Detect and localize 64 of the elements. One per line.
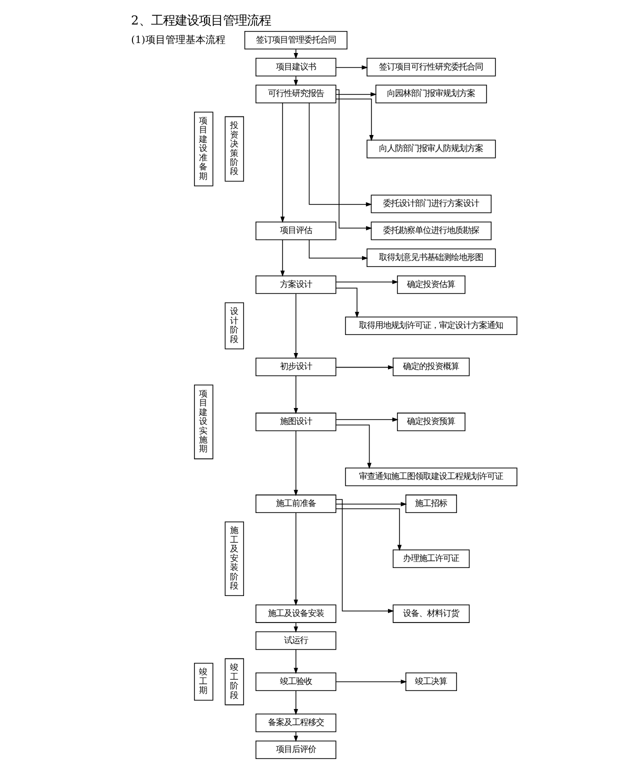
- node-box: 向园林部门报审规划方案: [374, 84, 486, 104]
- arrow: [293, 48, 298, 60]
- arrow: [293, 293, 298, 360]
- arrow: [335, 680, 406, 684]
- arrow: [335, 280, 398, 284]
- node-box: 签订项目管理委托合同: [244, 30, 347, 50]
- node-box: 委托设计部门进行方案设计: [370, 194, 492, 214]
- node-box: 竣工决算: [404, 672, 456, 691]
- node-box: 项目建设实施期: [194, 384, 213, 460]
- node-box: 确定投资估算: [396, 275, 465, 294]
- node-box: 竣工阶段: [224, 658, 244, 706]
- arrow: [335, 98, 374, 142]
- node-box: 取得用地规划许可证，审定设计方案通知: [344, 316, 517, 336]
- node-box: 施工及安装阶段: [224, 521, 244, 596]
- node-box: 向人防部门报审人防规划方案: [366, 140, 496, 158]
- label: (1)项目管理基本流程: [130, 34, 225, 46]
- node-box: 确定的投资概算: [392, 358, 470, 376]
- node-box: 签订项目可行性研究委托合同: [366, 58, 496, 76]
- node-box: 初步设计: [255, 358, 336, 376]
- node-box: 竣工期: [194, 662, 213, 701]
- arrow: [280, 239, 284, 277]
- arrow: [293, 376, 298, 414]
- arrow: [293, 622, 298, 633]
- arrow: [335, 92, 376, 97]
- node-box: 可行性研究报告: [255, 84, 336, 104]
- node-box: 方案设计: [255, 275, 336, 294]
- arrow: [293, 732, 298, 742]
- node-box: 设计阶段: [224, 302, 244, 350]
- node-box: 竣工验收: [255, 672, 336, 691]
- node-box: 施工前准备: [255, 494, 336, 513]
- arrow: [308, 102, 372, 206]
- node-box: 取得划意见书基础测绘地形图: [366, 248, 496, 267]
- node-box: 委托勘察单位进行地质勘探: [370, 222, 492, 240]
- node-box: 施工招标: [404, 494, 456, 513]
- arrow: [293, 690, 298, 716]
- arrow: [335, 508, 402, 551]
- arrow: [293, 512, 298, 606]
- node-box: 施工及设备安装: [255, 604, 336, 623]
- arrow: [335, 499, 394, 614]
- node-box: 确定投资预算: [396, 412, 465, 432]
- arrow: [335, 89, 372, 230]
- arrow: [280, 102, 284, 223]
- arrow: [335, 365, 394, 370]
- arrow: [293, 76, 298, 86]
- diagram-title: 2、工程建设项目管理流程: [130, 13, 270, 28]
- node-box: 设备、材料订货: [392, 604, 470, 623]
- node-box: 项目评估: [255, 222, 336, 240]
- arrow: [308, 239, 368, 260]
- arrow: [335, 417, 398, 422]
- arrow: [335, 288, 359, 318]
- arrow: [335, 502, 406, 506]
- arrow: [335, 65, 368, 70]
- node-box: 办理施工许可证: [392, 550, 470, 568]
- node-box: 项目建议书: [255, 58, 336, 76]
- node-box: 备案及工程移交: [255, 714, 336, 732]
- node-box: 项目建设准备期: [194, 112, 213, 186]
- node-box: 项目后评价: [255, 740, 336, 760]
- node-box: 试运行: [255, 631, 336, 650]
- arrow: [293, 430, 298, 496]
- node-box: 审查通知施工图领取建设工程规划许可证: [344, 468, 517, 486]
- arrow: [293, 649, 298, 674]
- arrow: [335, 424, 371, 469]
- node-box: 投资决策阶段: [224, 116, 244, 182]
- node-box: 施图设计: [255, 412, 336, 432]
